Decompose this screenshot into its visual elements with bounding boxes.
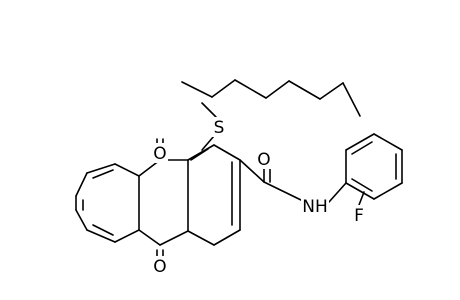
ring-a-bond: [114, 229, 140, 243]
anilide-bond: [351, 178, 373, 192]
amide-bond: [263, 181, 302, 201]
atom-nh: NH: [301, 196, 329, 217]
ring-c-bond: [213, 144, 241, 161]
ring-b-bond: [159, 230, 189, 246]
chain-bond: [211, 79, 236, 98]
ring-a-bond: [114, 163, 140, 177]
chain-bond: [181, 81, 213, 98]
anilide-bond: [328, 182, 347, 203]
atom-sulfur-label: S: [214, 118, 225, 138]
anilide-bond: [351, 141, 373, 155]
ring-c-bond: [187, 144, 215, 161]
bond-layer: [75, 79, 403, 267]
atom-o-top: O: [152, 143, 168, 164]
ring-c-bond: [213, 229, 241, 246]
atom-o-amide: O: [256, 149, 272, 170]
atom-o-top-label: O: [153, 144, 166, 164]
atom-fluorine-label: F: [354, 206, 364, 226]
ring-b-bond: [138, 229, 161, 246]
anilide-bond: [373, 182, 403, 200]
ring-a-bond: [86, 163, 116, 174]
chain-bond: [342, 82, 361, 117]
anilide-bond: [345, 182, 375, 200]
atom-o-bottom: O: [152, 256, 168, 277]
chain-bond: [265, 80, 290, 99]
c-f-bond: [358, 191, 365, 206]
ring-c-bond: [187, 230, 215, 246]
anilide-bond: [373, 133, 403, 151]
anilide-bond: [345, 133, 375, 151]
c-s-bond: [201, 135, 215, 151]
chain-bond: [234, 79, 267, 99]
atom-label-layer: O O O S NH F: [152, 117, 366, 277]
atom-o-amide-label: O: [257, 150, 270, 170]
atom-fluorine: F: [352, 205, 366, 226]
ring-a-bond: [92, 224, 114, 236]
ring-a-bond: [86, 229, 116, 243]
ring-a-bond: [75, 209, 88, 231]
chain-bond: [288, 80, 321, 100]
chain-bond: [319, 82, 344, 100]
atom-sulfur: S: [212, 117, 226, 138]
amide-bond: [239, 159, 265, 183]
ring-a-bond: [92, 169, 114, 179]
atom-o-bottom-label: O: [153, 257, 166, 277]
ring-a-bond: [75, 172, 88, 197]
c-s-bond: [201, 102, 217, 118]
atom-nh-label: NH: [302, 197, 328, 217]
ring-c-bond: [190, 148, 209, 161]
